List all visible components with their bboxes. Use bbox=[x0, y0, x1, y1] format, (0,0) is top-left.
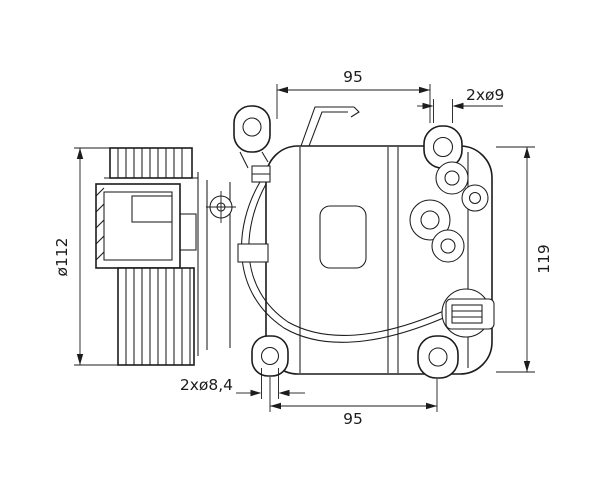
top-bracket bbox=[300, 106, 360, 147]
port-boss-1 bbox=[435, 161, 469, 195]
pulley-top-rim bbox=[109, 147, 193, 179]
dim-label-top-holes: 2xø9 bbox=[466, 86, 504, 104]
electrical-connector bbox=[441, 288, 495, 338]
dim-label-bottom-width: 95 bbox=[343, 410, 363, 428]
clutch-coil-housing bbox=[95, 183, 197, 269]
discharge-port bbox=[431, 229, 465, 263]
top-left-hole bbox=[242, 117, 262, 137]
bottom-right-lug bbox=[417, 335, 459, 379]
bottom-right-hole bbox=[428, 347, 448, 367]
dimension-top-width: 95 bbox=[276, 68, 431, 123]
dimension-bottom-width: 95 bbox=[269, 377, 438, 428]
top-right-hole bbox=[432, 136, 454, 158]
port-boss-2 bbox=[461, 184, 489, 212]
dim-label-top-width: 95 bbox=[343, 68, 363, 86]
top-right-ear bbox=[423, 125, 463, 169]
top-left-ear bbox=[233, 105, 271, 169]
pulley-clutch bbox=[95, 147, 198, 366]
suction-port bbox=[409, 199, 451, 241]
wiring-harness bbox=[241, 181, 449, 343]
dim-label-bottom-holes: 2xø8,4 bbox=[180, 376, 233, 394]
bottom-left-lug bbox=[251, 335, 289, 377]
harness-clamp bbox=[237, 243, 269, 263]
pulley-bottom-rim bbox=[117, 267, 195, 366]
dim-label-pulley-diameter: ø112 bbox=[53, 237, 71, 276]
dim-label-body-height: 119 bbox=[535, 244, 553, 274]
body-cover-plate bbox=[319, 205, 367, 269]
dimension-top-holes: 2xø9 bbox=[417, 86, 504, 123]
pulley-ribs-top bbox=[117, 148, 183, 178]
pulley-ribs-bottom bbox=[125, 268, 191, 365]
bottom-left-hole bbox=[260, 346, 280, 366]
dimension-body-height: 119 bbox=[496, 146, 553, 373]
dimension-pulley-diameter: ø112 bbox=[53, 147, 118, 366]
dimension-bottom-holes: 2xø8,4 bbox=[180, 368, 305, 399]
port-bosses bbox=[409, 161, 489, 263]
front-housing bbox=[197, 172, 236, 356]
shaft-bearing bbox=[179, 213, 197, 251]
